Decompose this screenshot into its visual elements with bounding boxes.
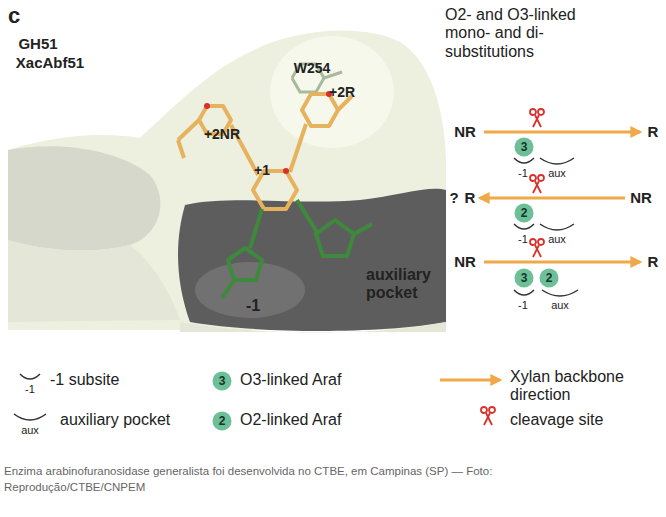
arabinose-ring xyxy=(228,248,262,280)
substitution-circle: 3 xyxy=(514,268,534,288)
circle-fill xyxy=(213,372,232,391)
figure-caption: Enzima arabinofuranosidase generalista f… xyxy=(4,464,564,495)
legend-text: auxiliary pocket xyxy=(60,411,170,429)
end-label: R xyxy=(465,189,476,206)
arabinose-sugars xyxy=(222,200,372,298)
aux-bracket xyxy=(542,290,578,296)
surface-bump xyxy=(270,36,394,148)
sugar-bond xyxy=(178,120,199,140)
substitution-number: 3 xyxy=(521,271,528,285)
backbone-arrows xyxy=(440,132,640,380)
aux-bracket xyxy=(540,224,574,230)
substitution-number: 3 xyxy=(219,374,226,388)
scissor-symbol xyxy=(530,239,544,257)
legend-text: Xylan backbone direction xyxy=(510,368,645,405)
end-label: NR xyxy=(454,253,476,270)
bracket-label: -1 xyxy=(25,383,35,396)
bracket-label: aux xyxy=(21,424,39,437)
end-label: NR xyxy=(454,123,476,140)
scissor-symbol xyxy=(530,109,544,127)
arabinose-bond xyxy=(222,280,234,298)
circle-fill xyxy=(213,412,232,431)
surface-lobe xyxy=(8,146,160,250)
end-label: NR xyxy=(630,189,652,206)
bracket-label: -1 xyxy=(518,299,528,312)
subsite-label: +2NR xyxy=(204,126,240,142)
legend-text: cleavage site xyxy=(510,411,603,429)
circle-fill xyxy=(515,138,534,157)
backbone-arrow xyxy=(480,197,625,200)
residue-label: W254 xyxy=(294,60,331,76)
aux-bracket xyxy=(540,158,574,164)
glycosidic-bond xyxy=(290,124,306,172)
subsite-label: +1 xyxy=(254,162,270,178)
oxygen-atoms xyxy=(204,91,332,174)
subsite-label: +2R xyxy=(329,84,355,100)
subsite-bracket xyxy=(514,158,534,163)
legend-text: O2-linked Araf xyxy=(240,411,341,429)
substitution-number: 2 xyxy=(546,271,553,285)
substitution-circle: 3 xyxy=(514,137,534,157)
arabinose-ring xyxy=(316,220,354,256)
arabinose-bond xyxy=(354,224,372,234)
substitution-number: 3 xyxy=(521,140,528,154)
circle-fill xyxy=(515,204,534,223)
substitution-number: 2 xyxy=(521,206,528,220)
backbone-arrow xyxy=(484,131,640,134)
panel-heading: O2- and O3-linked mono- and di-substitut… xyxy=(445,6,605,61)
oxygen-atom xyxy=(204,103,210,109)
legend-text: -1 subsite xyxy=(50,371,119,389)
scissor-symbol xyxy=(481,407,495,425)
pocket-shadow xyxy=(178,189,446,331)
circle-fill xyxy=(515,269,534,288)
legend-text: O3-linked Araf xyxy=(240,371,341,389)
arabinose-bond xyxy=(297,200,318,234)
aux-bracket xyxy=(14,414,46,420)
xylan-sugars xyxy=(178,94,352,209)
bracket-label: aux xyxy=(548,233,566,246)
unknown-mark: ? xyxy=(449,189,458,206)
subsite-bracket xyxy=(514,290,534,295)
substitution-circle: 2 xyxy=(539,268,559,288)
bracket-label: aux xyxy=(548,167,566,180)
arabinose-bond xyxy=(250,209,262,248)
scissor-symbol xyxy=(530,175,544,193)
panel-label: c xyxy=(8,3,20,28)
surface-rim xyxy=(8,240,180,322)
substitution-number: 2 xyxy=(219,414,226,428)
legend-arrow xyxy=(440,379,500,382)
subsite-label: -1 xyxy=(246,297,260,315)
bracket-label: aux xyxy=(551,299,569,312)
substitution-circle: 2 xyxy=(212,411,232,431)
enzyme-family: GH51 xyxy=(18,35,57,52)
backbone-arrow xyxy=(484,261,640,264)
enzyme-name: XacAbf51 xyxy=(16,54,84,71)
circle-fill xyxy=(540,269,559,288)
bracket-label: -1 xyxy=(518,233,528,246)
subsite-bracket xyxy=(20,374,40,379)
end-label: R xyxy=(648,253,659,270)
end-label: R xyxy=(648,123,659,140)
brackets xyxy=(14,158,578,420)
pocket-rim xyxy=(180,322,446,333)
sugar-bond xyxy=(178,140,184,158)
substitution-circle: 2 xyxy=(514,203,534,223)
substitution-circle: 3 xyxy=(212,371,232,391)
bracket-label: -1 xyxy=(518,167,528,180)
pocket-shade xyxy=(195,262,305,318)
oxygen-atom xyxy=(283,168,289,174)
subsite-bracket xyxy=(514,224,534,229)
pocket-label: auxiliary pocket xyxy=(366,266,471,303)
